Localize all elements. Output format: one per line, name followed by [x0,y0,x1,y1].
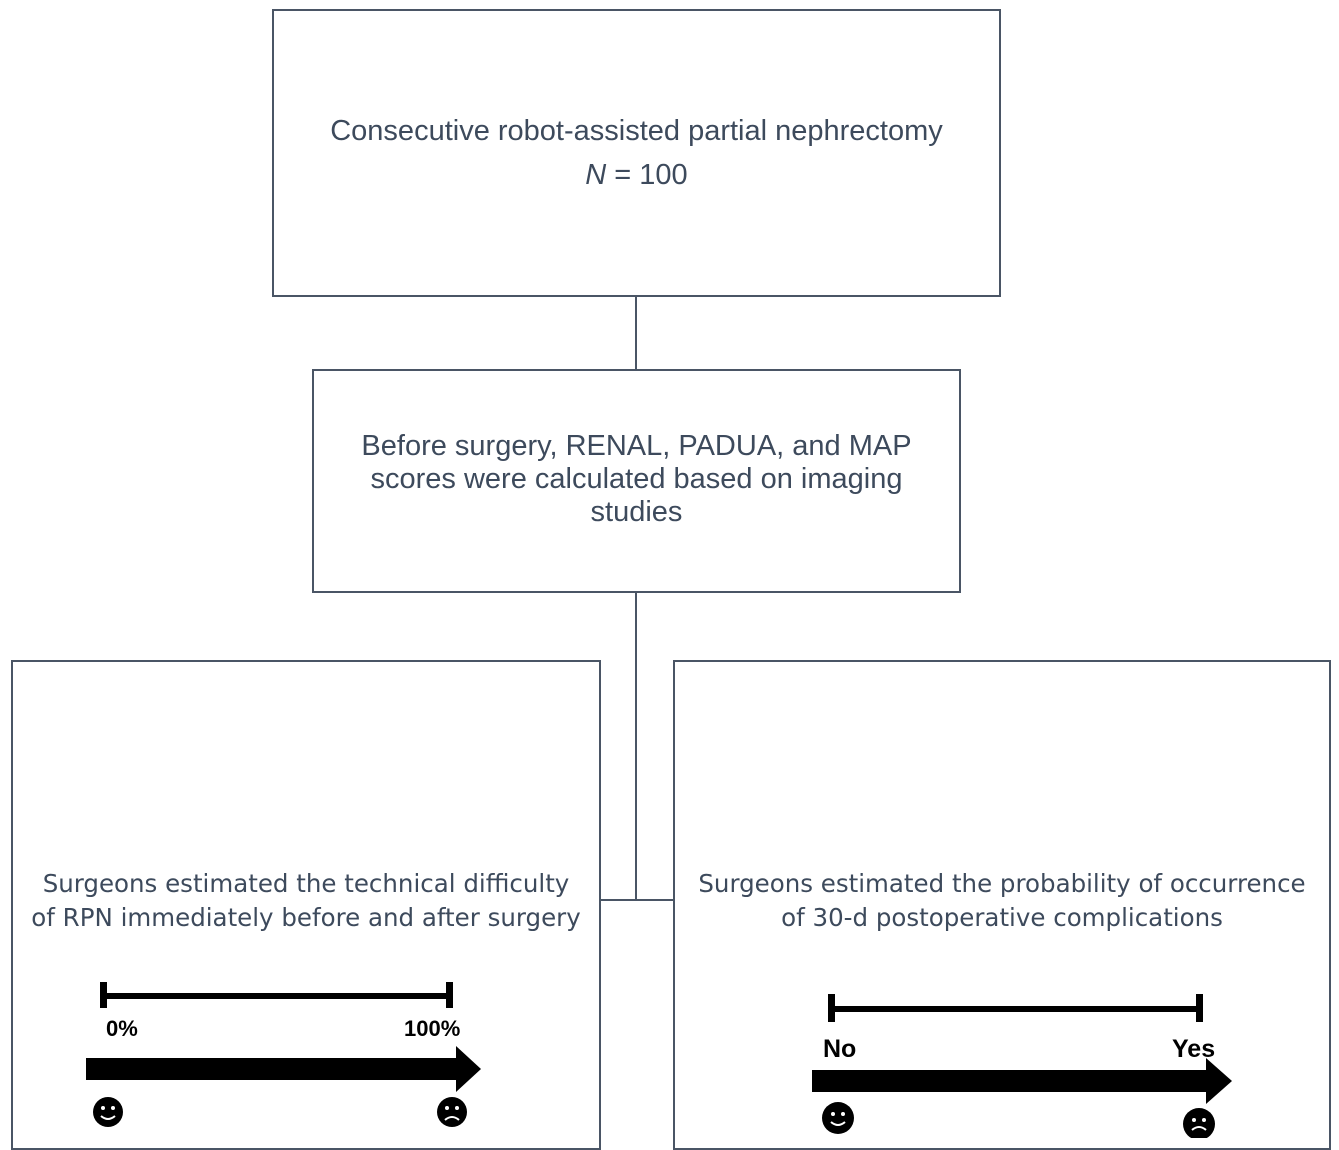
complications-scale-bar [828,994,1203,1022]
difficulty-scale-max: 100% [404,1016,461,1041]
complications-line1: Surgeons estimated the probability of oc… [698,869,1306,898]
cohort-title: Consecutive robot-assisted partial nephr… [330,115,943,147]
connector-middle-down [635,592,637,900]
n-value: = 100 [606,159,688,191]
cohort-box: Consecutive robot-assisted partial nephr… [272,9,1001,297]
frowny-face-icon [437,1097,467,1127]
complications-scale-max: Yes [1172,1035,1216,1063]
right-arrow-icon [86,1046,481,1092]
cohort-count: N = 100 [274,159,999,192]
smiley-face-icon [822,1102,854,1134]
scores-text: Before surgery, RENAL, PADUA, and MAP sc… [361,430,912,528]
difficulty-scale-min: 0% [106,1016,138,1041]
difficulty-line2: of RPN immediately before and after surg… [31,903,581,932]
frowny-face-icon [1183,1108,1215,1138]
difficulty-scale-bar [100,982,453,1008]
connector-horizontal [598,899,674,901]
n-symbol: N [585,159,607,191]
smiley-face-icon [93,1097,123,1127]
scores-box: Before surgery, RENAL, PADUA, and MAP sc… [312,369,961,593]
complications-box: Surgeons estimated the probability of oc… [673,660,1331,1150]
difficulty-line1: Surgeons estimated the technical difficu… [42,869,570,898]
connector-top-to-middle [635,296,637,371]
right-arrow-icon [812,1058,1232,1104]
complications-scale-min: No [823,1035,857,1063]
complications-line2: of 30-d postoperative complications [781,903,1223,932]
